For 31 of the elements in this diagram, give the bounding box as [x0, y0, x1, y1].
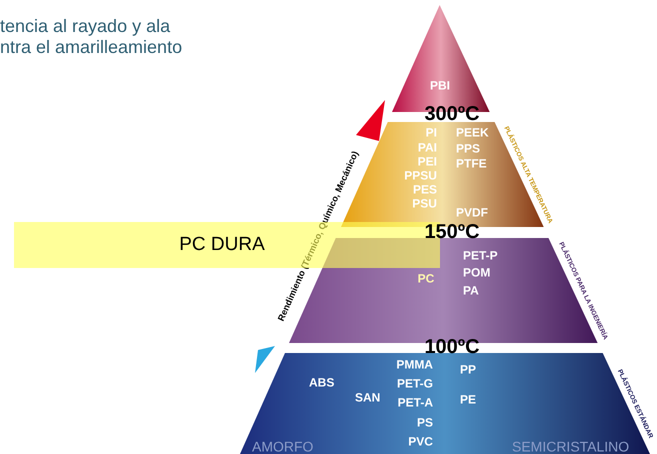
plastic-name: ABS [308, 376, 334, 390]
plastic-name: PEI [418, 156, 437, 168]
plastic-name: PI [426, 126, 437, 140]
plastic-name: PET-A [398, 396, 433, 410]
temperature-label: 150ºC [424, 222, 480, 242]
plastic-name: PA [462, 284, 479, 298]
plastic-name: PET-G [396, 378, 433, 390]
plastic-name: PVDF [456, 206, 488, 220]
plastic-name: PSU [412, 198, 437, 210]
plastic-name: SAN [354, 392, 380, 404]
category-label: SEMICRISTALINO [512, 440, 630, 454]
heading-text: tencia al rayado y ala ntra el amarilleamiento [0, 16, 184, 58]
band-label: PC DURA [179, 234, 265, 256]
plastic-name: PC [418, 272, 434, 286]
category-label: AMORFO [252, 440, 314, 454]
plastic-name: POM [462, 266, 490, 280]
plastic-name: PET-P [462, 250, 498, 262]
plastic-name: PPSU [404, 170, 437, 182]
temperature-label: 300ºC [424, 104, 480, 124]
plastic-name: PTFE [456, 158, 487, 170]
plastic-name: PEEK [456, 126, 489, 140]
plastic-name: PVC [408, 436, 433, 448]
plastic-name: PPS [456, 142, 480, 156]
plastic-name: PS [416, 416, 433, 430]
plastic-name: PES [412, 184, 437, 196]
plastic-name: PE [460, 394, 476, 406]
plastic-name: PBI [430, 80, 450, 92]
plastic-name: PP [460, 364, 476, 376]
plastic-name: PMMA [396, 358, 433, 372]
temperature-label: 100ºC [424, 337, 480, 357]
plastic-name: PAI [418, 142, 437, 154]
